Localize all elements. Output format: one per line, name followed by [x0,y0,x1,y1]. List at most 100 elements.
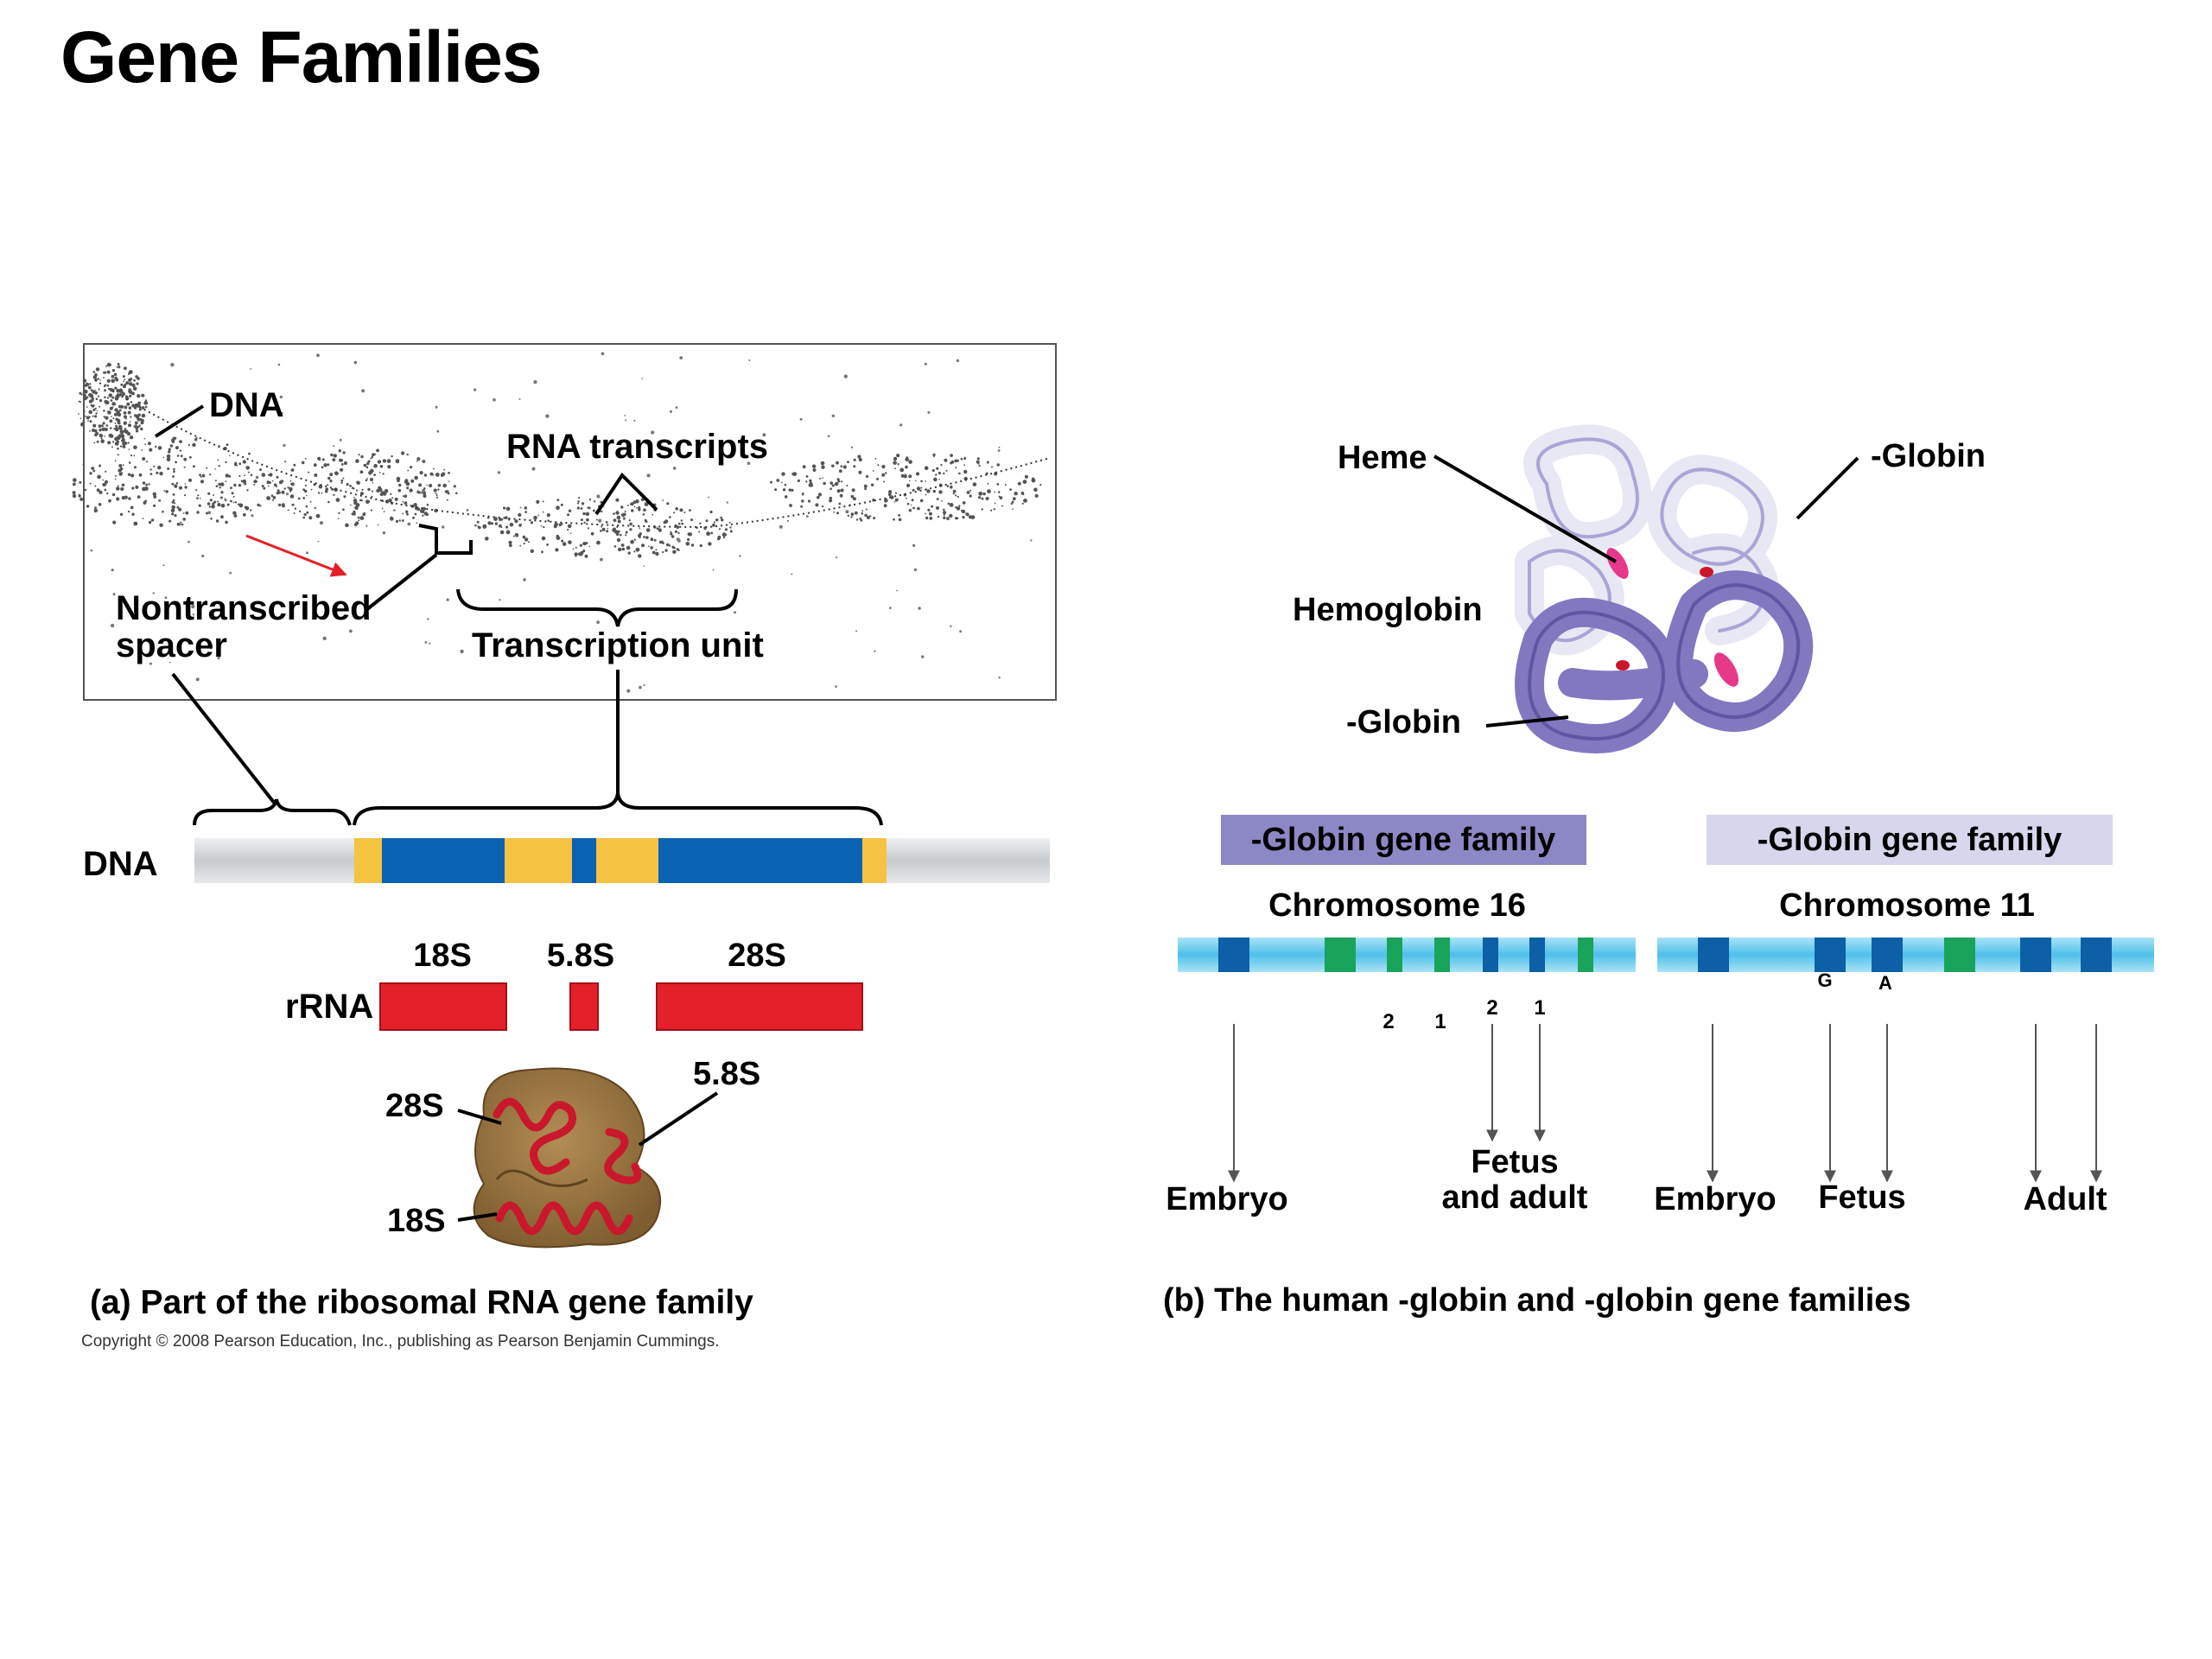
speckle [978,465,981,467]
speckle [269,481,272,484]
speckle [278,491,281,494]
speckle [998,677,1001,679]
speckle [426,484,429,486]
speckle [962,501,966,505]
speckle [337,518,340,520]
spacer-brace [193,798,352,826]
speckle [199,474,201,476]
speckle [963,464,966,467]
speckle [342,451,346,454]
speckle [839,493,843,498]
speckle [159,523,163,527]
speckle [179,449,182,452]
speckle [949,503,954,507]
speckle [932,453,936,457]
speckle [513,535,515,537]
speckle [503,506,506,510]
speckle [310,488,313,491]
speckle [289,494,295,499]
speckle [855,630,858,632]
speckle [710,531,714,535]
speckle [205,512,208,515]
speckle [677,522,681,525]
speckle [172,493,175,496]
speckle [149,473,153,475]
speckle [645,528,651,532]
speckle [847,514,849,517]
speckle [615,532,620,537]
speckle [345,523,349,528]
chr16-alpha1-gene [1529,938,1545,972]
speckle [629,503,632,505]
chr11-a-gamma-gene [1872,938,1903,972]
speckle [424,641,428,644]
speckle [271,480,274,482]
speckle [245,466,251,470]
speckle [377,448,380,452]
speckle [958,505,961,507]
speckle [293,512,296,514]
chr11-pseudo-beta [1944,938,1975,972]
speckle [931,505,934,508]
speckle [925,516,929,520]
speckle [642,513,645,516]
speckle [103,410,105,412]
speckle [404,494,408,498]
speckle [698,531,701,533]
speckle [556,534,560,538]
speckle [994,502,996,505]
speckle [106,397,109,399]
speckle [641,378,644,379]
speckle [908,509,912,512]
speckle [668,544,671,547]
speckle [639,527,641,529]
speckle [127,410,131,415]
speckle [95,397,99,401]
speckle [705,519,709,523]
speckle [238,474,241,478]
copyright-notice: Copyright © 2008 Pearson Education, Inc.… [81,1332,720,1351]
alpha-stage-fetus-line1: Fetus [1471,1144,1558,1180]
speckle [784,483,787,486]
chr16-pseudo-alpha-1 [1434,938,1450,972]
speckle [317,540,320,543]
speckle [713,521,715,524]
speckle [148,520,152,524]
spacer-pointer-line [365,553,438,611]
speckle [377,524,379,526]
speckle [382,473,385,475]
speckle [972,482,977,486]
speckle [854,511,858,515]
speckle [155,445,157,448]
chromosome-16-label: Chromosome 16 [1268,887,1526,924]
speckle [359,516,365,520]
dna-3-ets-segment [862,838,887,883]
speckle [247,471,250,474]
speckle [278,503,282,507]
speckle [248,452,251,455]
speckle [447,492,450,495]
speckle [123,429,127,433]
speckle [166,457,171,461]
speckle [1012,497,1016,501]
speckle [179,440,182,443]
speckle [135,429,139,433]
speckle [188,443,190,447]
speckle [413,503,417,507]
speckle [207,511,212,514]
speckle [448,480,450,482]
speckle [124,428,127,430]
speckle [435,493,437,495]
speckle [225,474,229,478]
chr11-epsilon-gene [1698,938,1729,972]
speckle [120,404,124,409]
speckle [493,397,496,402]
speckle [111,378,115,384]
speckle [86,416,90,420]
speckle [596,540,601,545]
speckle [213,494,215,496]
speckle [911,499,914,502]
speckle [935,474,938,476]
speckle [596,494,601,499]
speckle [683,512,686,513]
